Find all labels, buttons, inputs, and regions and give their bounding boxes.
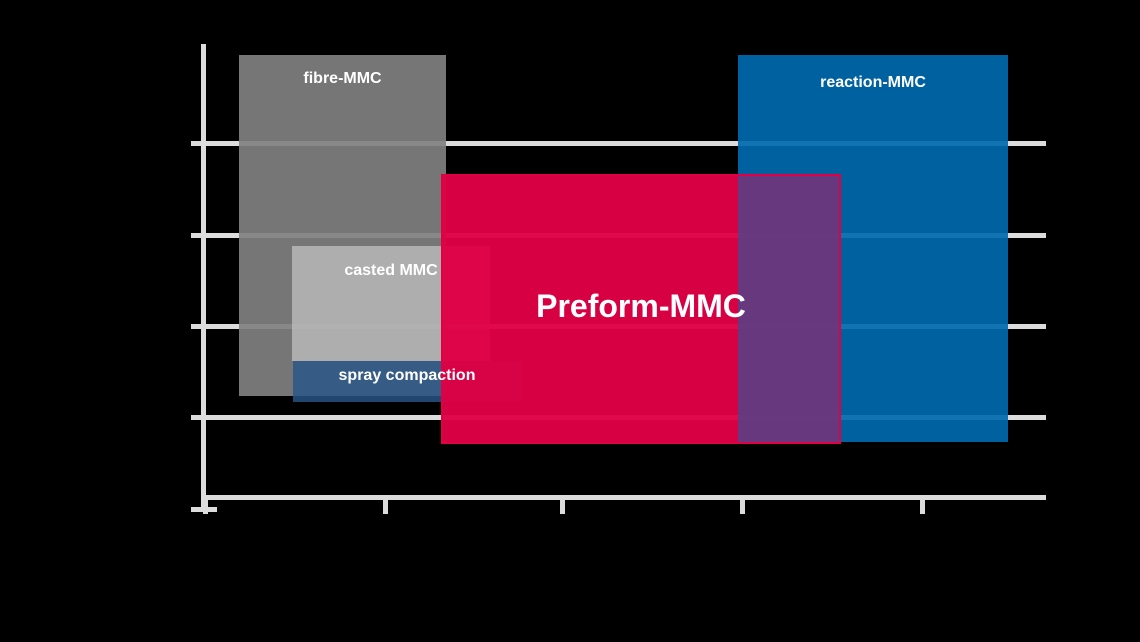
x-axis-tick-3 <box>560 495 565 514</box>
x-axis-line <box>201 495 1046 500</box>
gridline-1 <box>206 141 1046 146</box>
y-axis-tick-2 <box>191 233 217 238</box>
y-axis-tick-1 <box>191 141 217 146</box>
y-axis-tick-4 <box>191 415 217 420</box>
x-axis-tick-1 <box>203 495 208 514</box>
bar-preform-mmc-overlap <box>441 174 841 444</box>
bar-reaction-mmc <box>738 55 1008 442</box>
y-axis-tick-3 <box>191 324 217 329</box>
x-axis-tick-4 <box>740 495 745 514</box>
x-axis-tick-2 <box>383 495 388 514</box>
x-axis-tick-5 <box>920 495 925 514</box>
y-axis-line <box>201 44 206 510</box>
